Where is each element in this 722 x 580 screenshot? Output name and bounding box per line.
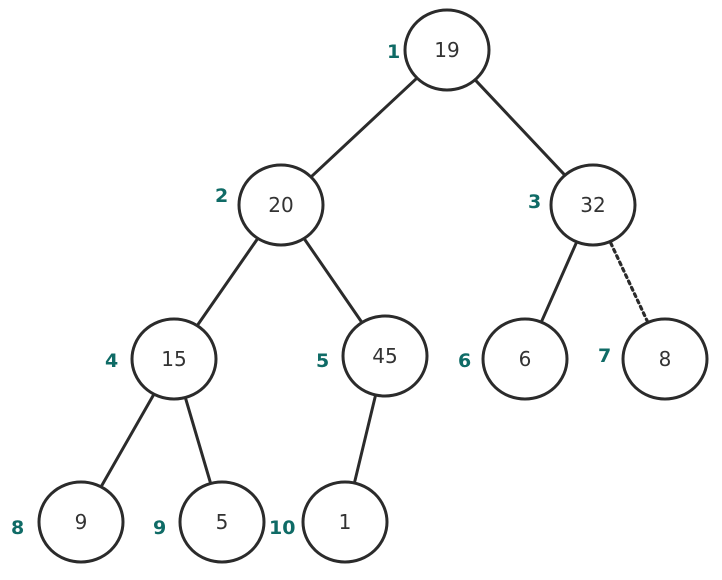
node-value: 19: [434, 38, 459, 62]
node-value: 32: [580, 193, 605, 217]
node-value: 8: [659, 347, 672, 371]
node-value: 15: [161, 347, 186, 371]
tree-node-4: 15 4: [105, 317, 218, 401]
node-index-label: 7: [598, 345, 611, 367]
node-circle: [301, 480, 389, 564]
tree-node-8: 98: [11, 480, 125, 564]
node-value: 9: [75, 510, 88, 534]
node-circle: [37, 480, 125, 564]
edge-3-7: [609, 241, 649, 323]
node-value: 6: [519, 347, 532, 371]
node-index-label: 1: [387, 41, 400, 63]
node-index-label: 2: [215, 185, 228, 207]
node-value: 1: [339, 510, 352, 534]
edge-1-2: [310, 77, 418, 178]
edge-3-6: [540, 241, 578, 323]
edge-4-8: [100, 393, 155, 488]
tree-node-9: 59: [153, 480, 266, 564]
node-index-label: 3: [528, 191, 541, 213]
tree-node-3: 32 3: [528, 163, 637, 247]
node-circle: [403, 8, 491, 92]
node-circle: [549, 163, 637, 247]
tree-node-10: 1 10: [269, 480, 389, 564]
edge-4-9: [184, 397, 212, 484]
node-circle: [621, 317, 709, 401]
node-value: 45: [372, 344, 397, 368]
tree-node-2: 20 2: [215, 163, 325, 247]
tree-edges: [100, 77, 649, 488]
node-index-label: 5: [316, 350, 329, 372]
node-circle: [178, 480, 266, 564]
node-value: 5: [216, 510, 229, 534]
node-circle: [237, 163, 325, 247]
node-circle: [341, 314, 429, 398]
tree-node-5: 45 5: [316, 314, 429, 398]
node-index-label: 6: [458, 350, 471, 372]
tree-node-6: 66: [458, 317, 569, 401]
tree-node-7: 87: [598, 317, 709, 401]
tree-node-1: 19 1: [387, 8, 491, 92]
edge-2-5: [303, 238, 363, 323]
node-index-label: 10: [269, 517, 295, 539]
node-index-label: 4: [105, 350, 118, 372]
node-index-label: 9: [153, 517, 166, 539]
node-circle: [130, 317, 218, 401]
edge-5-10: [353, 395, 377, 483]
node-index-label: 8: [11, 517, 24, 539]
edge-2-4: [196, 237, 259, 327]
node-circle: [481, 317, 569, 401]
node-value: 20: [268, 193, 293, 217]
edge-1-3: [474, 79, 566, 176]
